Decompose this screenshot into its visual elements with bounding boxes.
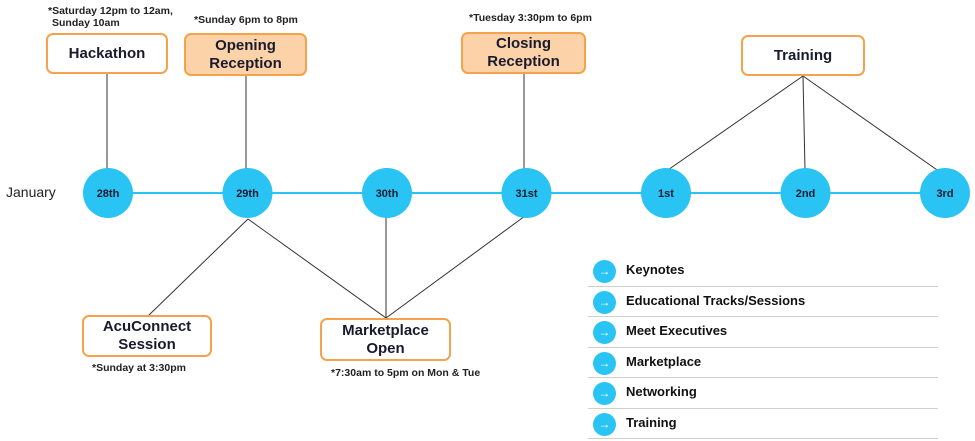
- note-marketplace-open: *7:30am to 5pm on Mon & Tue: [331, 367, 480, 379]
- event-hackathon: Hackathon: [46, 33, 168, 74]
- legend-label: Keynotes: [626, 262, 685, 277]
- event-acuconnect-session: AcuConnect Session: [82, 315, 212, 357]
- connector-lines: [106, 73, 941, 319]
- connector-marketplace-29th: [247, 218, 387, 319]
- date-node-circle: [222, 168, 273, 218]
- date-node-label: 29th: [236, 188, 259, 200]
- date-node-circle: [641, 168, 691, 218]
- legend-label: Meet Executives: [626, 323, 728, 338]
- date-node-circle: [780, 168, 831, 218]
- event-line: Opening: [215, 36, 276, 54]
- arrow-icon: →: [593, 321, 616, 344]
- legend-label: Marketplace: [626, 353, 702, 369]
- event-line: AcuConnect: [102, 318, 192, 335]
- date-node-label: 30th: [376, 188, 399, 200]
- note-line: Sunday 10am: [52, 17, 120, 29]
- note-opening-reception: *Sunday 6pm to 8pm: [194, 14, 298, 26]
- event-line: Session: [118, 336, 176, 353]
- date-node-circle: [501, 168, 552, 218]
- legend-label: Educational Tracks/Sessions: [626, 292, 806, 308]
- event-closing-reception: Closing Reception: [461, 32, 586, 74]
- arrow-icon: →: [593, 290, 616, 314]
- note-acuconnect-session: *Sunday at 3:30pm: [92, 362, 186, 374]
- event-line: Marketplace: [342, 321, 429, 339]
- arrow-icon: →: [593, 260, 616, 283]
- date-node-label: 28th: [97, 188, 120, 200]
- event-line: Hackathon: [68, 44, 146, 62]
- date-node-circle: [362, 168, 412, 218]
- legend: → Keynotes → Educational Tracks/Sessions…: [588, 256, 938, 439]
- event-line: Training: [773, 46, 833, 64]
- arrow-icon: →: [593, 351, 616, 375]
- note-line: *Sunday 6pm to 8pm: [194, 14, 298, 26]
- event-line: Open: [366, 339, 405, 357]
- connector-training-1st: [664, 75, 804, 173]
- event-marketplace-open: Marketplace Open: [320, 318, 451, 361]
- date-nodes: 28th 29th 30th 31st 1st 2nd 3rd: [83, 168, 970, 218]
- connector-acuconnect: [147, 218, 249, 317]
- month-label: January: [6, 184, 56, 200]
- event-line: Closing: [495, 35, 551, 52]
- legend-item-marketplace: → Marketplace: [588, 348, 938, 378]
- date-node-label: 2nd: [796, 188, 816, 200]
- legend-label: Training: [626, 414, 677, 430]
- note-line: *Sunday at 3:30pm: [92, 362, 186, 374]
- note-line: *Saturday 12pm to 12am,: [48, 5, 173, 17]
- connector-marketplace-31st: [385, 215, 526, 319]
- date-node-circle: [83, 168, 133, 218]
- event-line: Reception: [487, 53, 560, 70]
- connector-training-2nd: [802, 75, 806, 171]
- legend-item-educational-tracks: → Educational Tracks/Sessions: [588, 287, 938, 317]
- note-hackathon: *Saturday 12pm to 12am, Sunday 10am: [48, 5, 173, 29]
- date-node-circle: [920, 168, 970, 218]
- arrow-icon: →: [593, 412, 616, 436]
- legend-label: Networking: [626, 384, 697, 399]
- note-closing-reception: *Tuesday 3:30pm to 6pm: [469, 12, 592, 24]
- legend-item-keynotes: → Keynotes: [588, 256, 938, 287]
- date-node-label: 3rd: [936, 188, 953, 200]
- note-line: *Tuesday 3:30pm to 6pm: [469, 12, 592, 24]
- date-node-label: 1st: [658, 188, 674, 200]
- event-opening-reception: Opening Reception: [184, 33, 307, 76]
- legend-item-meet-executives: → Meet Executives: [588, 317, 938, 348]
- date-node-label: 31st: [515, 188, 537, 200]
- event-training: Training: [741, 35, 865, 76]
- legend-item-networking: → Networking: [588, 378, 938, 409]
- legend-item-training: → Training: [588, 409, 938, 439]
- event-line: Reception: [209, 54, 282, 72]
- connector-training-3rd: [802, 75, 941, 173]
- note-line: *7:30am to 5pm on Mon & Tue: [331, 367, 481, 379]
- arrow-icon: →: [593, 382, 616, 405]
